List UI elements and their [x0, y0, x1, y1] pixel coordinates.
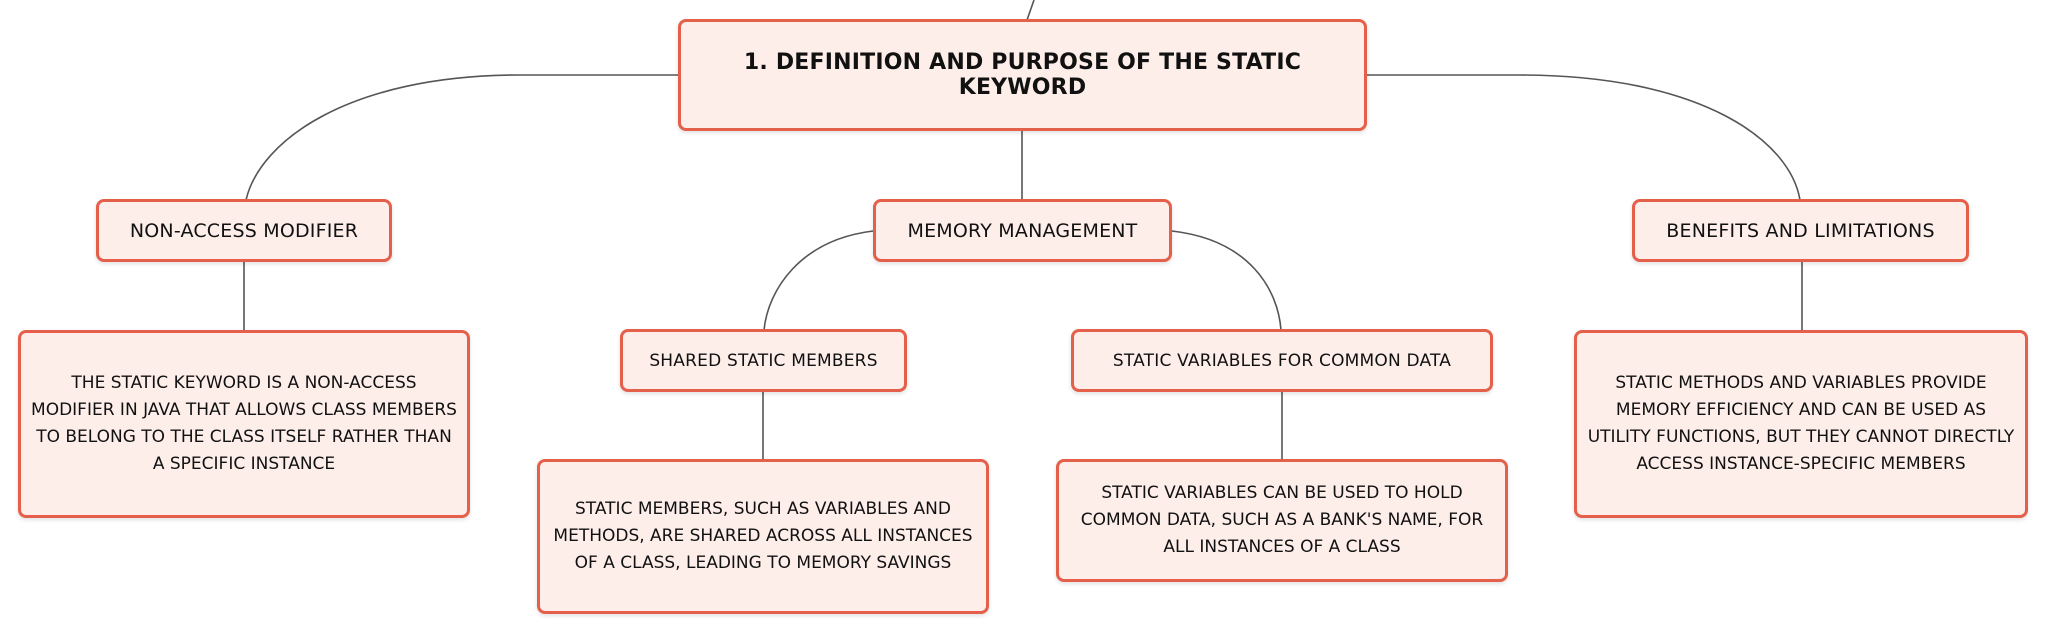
benefits-limitations-label: BENEFITS AND LIMITATIONS	[1666, 219, 1935, 242]
root-node-label: 1. DEFINITION AND PURPOSE OF THE STATIC …	[743, 50, 1302, 100]
connector-root-to-non-access	[245, 74, 680, 201]
benefits-limitations-detail-node[interactable]: STATIC METHODS AND VARIABLES PROVIDE MEM…	[1574, 330, 2028, 518]
connector-root-to-benefits	[1366, 74, 1801, 201]
shared-static-members-detail-node[interactable]: STATIC MEMBERS, SUCH AS VARIABLES AND ME…	[537, 459, 989, 614]
connector-memory-to-shared	[763, 230, 874, 331]
static-variables-common-data-detail-node[interactable]: STATIC VARIABLES CAN BE USED TO HOLD COM…	[1056, 459, 1508, 582]
root-node[interactable]: 1. DEFINITION AND PURPOSE OF THE STATIC …	[678, 19, 1367, 131]
non-access-modifier-detail-text: THE STATIC KEYWORD IS A NON-ACCESS MODIF…	[31, 373, 457, 474]
static-variables-common-data-node[interactable]: STATIC VARIABLES FOR COMMON DATA	[1071, 329, 1493, 392]
shared-static-members-detail-text: STATIC MEMBERS, SUCH AS VARIABLES AND ME…	[553, 499, 973, 573]
non-access-modifier-node[interactable]: NON-ACCESS MODIFIER	[96, 199, 392, 262]
static-variables-common-data-label: STATIC VARIABLES FOR COMMON DATA	[1112, 350, 1452, 371]
connector-memory-to-common	[1171, 230, 1282, 331]
benefits-limitations-node[interactable]: BENEFITS AND LIMITATIONS	[1632, 199, 1969, 262]
connector-parent-to-root	[1026, 0, 1035, 21]
shared-static-members-label: SHARED STATIC MEMBERS	[649, 350, 878, 371]
memory-management-node[interactable]: MEMORY MANAGEMENT	[873, 199, 1172, 262]
non-access-modifier-label: NON-ACCESS MODIFIER	[129, 219, 359, 242]
shared-static-members-node[interactable]: SHARED STATIC MEMBERS	[620, 329, 907, 392]
non-access-modifier-detail-node[interactable]: THE STATIC KEYWORD IS A NON-ACCESS MODIF…	[18, 330, 470, 518]
memory-management-label: MEMORY MANAGEMENT	[907, 219, 1138, 242]
benefits-limitations-detail-text: STATIC METHODS AND VARIABLES PROVIDE MEM…	[1587, 373, 2015, 474]
static-variables-common-data-detail-text: STATIC VARIABLES CAN BE USED TO HOLD COM…	[1080, 483, 1484, 557]
